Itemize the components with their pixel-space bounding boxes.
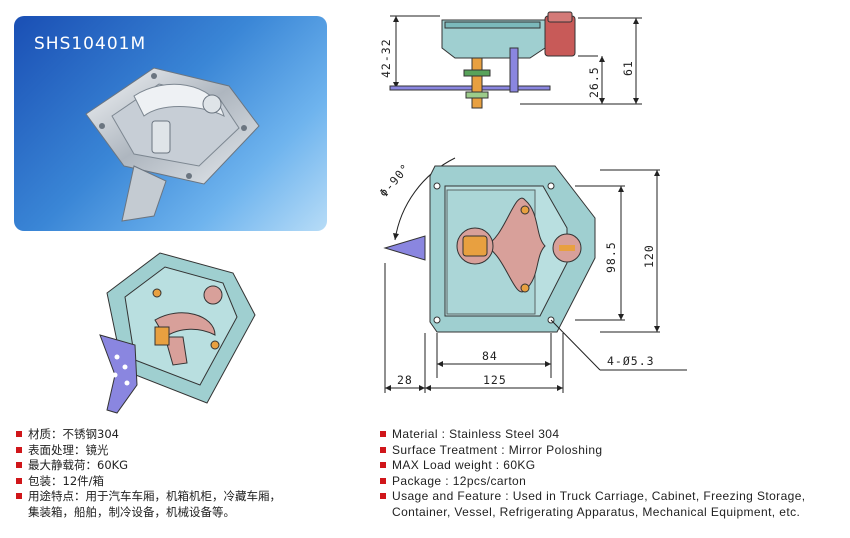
spec-item-en: Material : Stainless Steel 304: [380, 427, 840, 443]
spec-item-cn: 最大静载荷：60KG: [16, 458, 346, 474]
side-view-drawing: 42-32 26.5 61: [379, 11, 642, 109]
bullet-icon: [16, 446, 22, 453]
dim-width-inner: 84: [482, 349, 498, 363]
dim-height-total: 120: [642, 244, 656, 268]
product-model-title: SHS10401M: [34, 34, 147, 54]
dim-side-inner: 26.5: [587, 66, 601, 98]
bullet-icon: [16, 477, 22, 484]
product-photo-panel: SHS10401M: [14, 16, 327, 231]
spec-item-en: MAX Load weight : 60KG: [380, 458, 840, 474]
bullet-icon: [380, 477, 386, 484]
spec-item-cn-continuation: 集装箱，船舶，制冷设备，机械设备等。: [28, 504, 235, 519]
latch-photo-illustration: [85, 67, 260, 222]
front-view-drawing: Φ-90° 98.5 120 4-Ø5.3 84 28 125: [377, 157, 687, 393]
spec-item-cn: 材质：不锈钢304: [16, 427, 346, 443]
spec-item-cn: 包装：12件/箱: [16, 474, 346, 490]
dim-height-inner: 98.5: [604, 241, 618, 273]
dim-width-total: 125: [483, 373, 507, 387]
spec-list-en: Material : Stainless Steel 304 Surface T…: [380, 427, 840, 521]
spec-item-en: Usage and Feature : Used in Truck Carria…: [380, 489, 840, 505]
bullet-icon: [380, 493, 386, 500]
bullet-icon: [380, 431, 386, 437]
isometric-cad-view: [99, 252, 256, 414]
spec-item-cn: 用途特点：用于汽车车厢，机箱机柜，冷藏车厢，: [16, 489, 346, 505]
spec-item-cn: 表面处理：镜光: [16, 443, 346, 459]
bullet-icon: [16, 431, 22, 437]
bullet-icon: [16, 462, 22, 469]
dim-angle: Φ-90°: [377, 161, 413, 200]
bullet-icon: [380, 446, 386, 453]
spec-item-en: Surface Treatment : Mirror Poloshing: [380, 443, 840, 459]
bullet-icon: [16, 493, 22, 500]
dim-side-height-top: 42-32: [379, 38, 393, 78]
spec-item-en: Package : 12pcs/carton: [380, 474, 840, 490]
bullet-icon: [380, 462, 386, 469]
spec-list-cn: 材质：不锈钢304 表面处理：镜光 最大静载荷：60KG 包装：12件/箱 用途…: [16, 427, 346, 521]
dim-handle-offset: 28: [397, 373, 413, 387]
dim-holes: 4-Ø5.3: [607, 354, 655, 368]
dim-side-total: 61: [621, 60, 635, 76]
spec-item-en-continuation: Container, Vessel, Refrigerating Apparat…: [392, 504, 801, 519]
